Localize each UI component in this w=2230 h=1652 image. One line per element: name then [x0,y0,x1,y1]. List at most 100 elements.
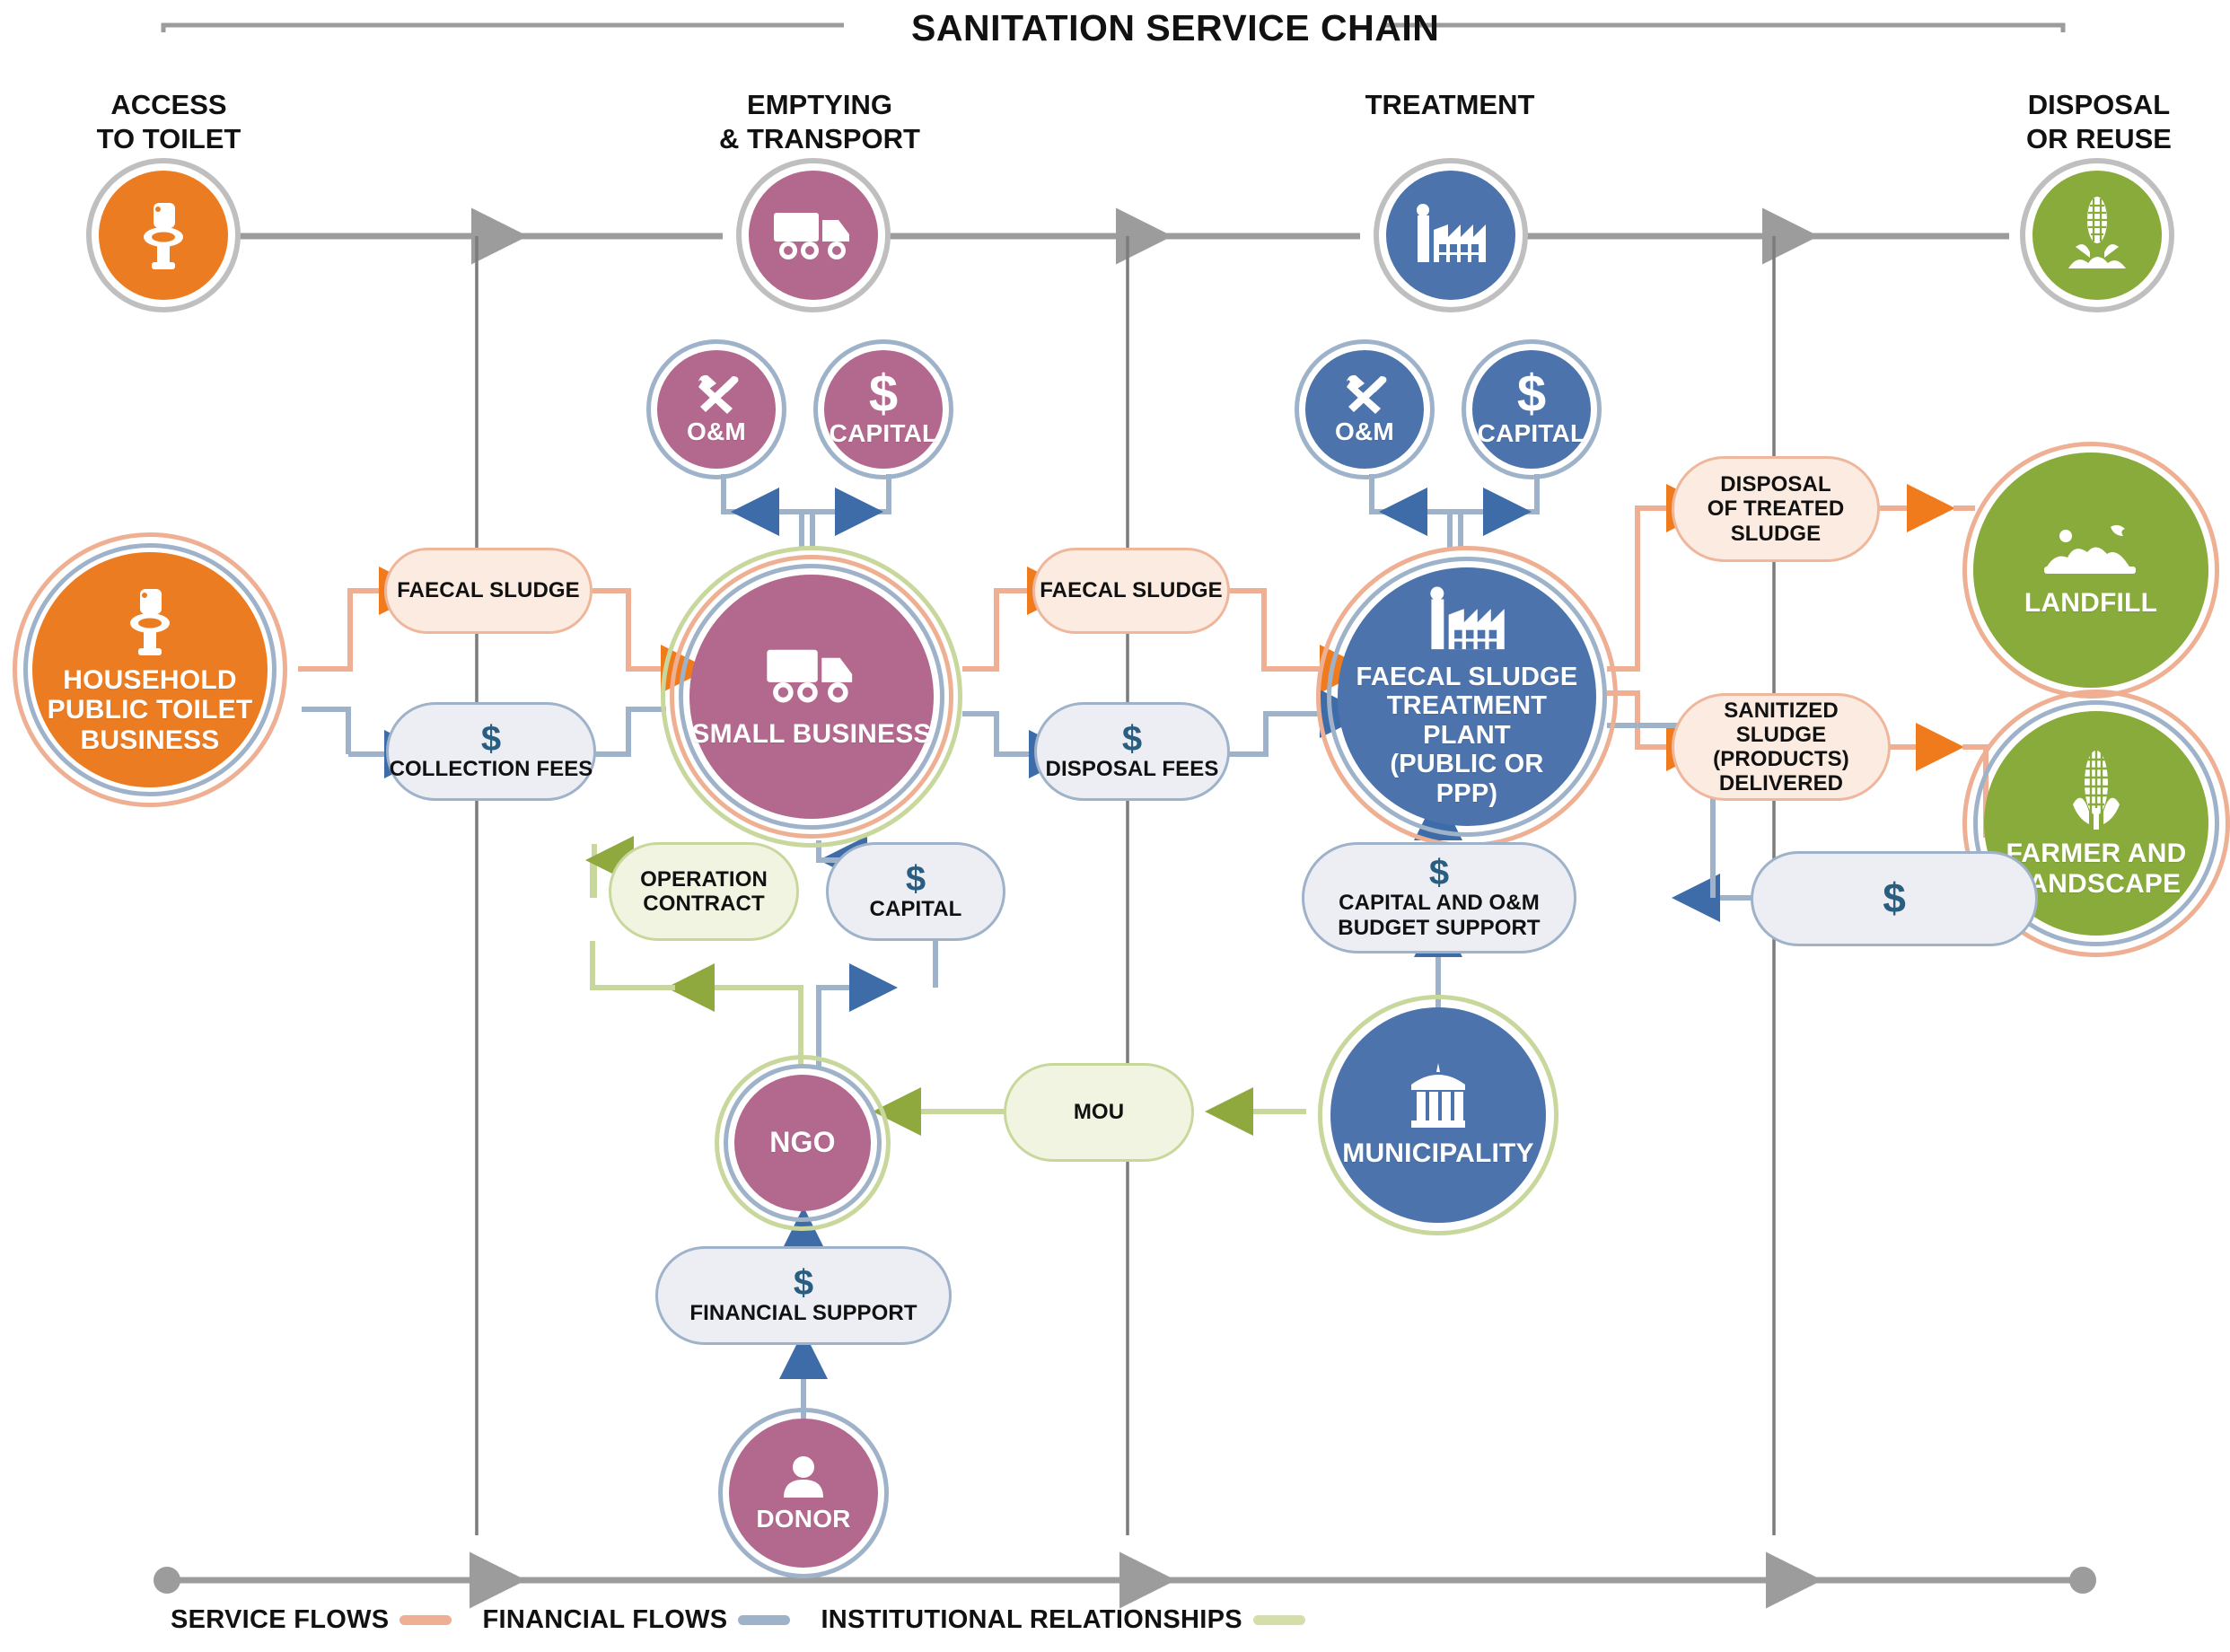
ngo-label: NGO [769,1126,836,1159]
farmer-ring-financial [1973,700,2219,946]
tools-icon [1347,375,1387,415]
household-label-3: BUSINESS [80,725,220,755]
operation-contract-line2: CONTRACT [643,892,765,916]
legend-swatch-institutional [1252,1615,1305,1625]
flow-mou[interactable]: MOU [1004,1063,1194,1162]
flow-operation-contract[interactable]: OPERATION CONTRACT [609,842,799,941]
flow-capital-ngo[interactable]: $ CAPITAL [826,842,1005,941]
actor-small-business[interactable]: SMALL BUSINESS [689,575,934,819]
donor-label: DONOR [756,1505,851,1533]
dollar-icon: $ [480,718,502,759]
legend-swatch-financial [738,1615,791,1625]
actor-donor[interactable]: DONOR [729,1419,878,1568]
stage-emptying-circle[interactable] [749,171,878,300]
stage-emptying-line1: EMPTYING [747,89,892,120]
flow-disposal-fees[interactable]: $ DISPOSAL FEES [1034,702,1230,801]
om-sb-ring [646,339,786,479]
household-label-2: PUBLIC TOILET [47,695,253,725]
legend-item-1-label: FINANCIAL FLOWS [482,1605,728,1634]
om-fstp-label: O&M [1335,417,1394,446]
truck-icon [774,213,849,259]
stage-label-disposal: DISPOSAL OR REUSE [1991,88,2207,156]
sanitized-sludge-line3: DELIVERED [1718,771,1844,796]
financial-support-label: FINANCIAL SUPPORT [689,1300,917,1325]
smallbusiness-ring-green [661,546,962,848]
capital-sb-ring [813,339,953,479]
flow-financial-support[interactable]: $ FINANCIAL SUPPORT [655,1246,952,1345]
om-fstp-ring [1295,339,1435,479]
stage-treatment-circle[interactable] [1386,171,1515,300]
disposal-treated-line3: SLUDGE [1730,521,1822,546]
capital-sb-label: CAPITAL [829,419,938,448]
ngo-ring-green [715,1055,891,1231]
disposal-treated-line2: OF TREATED [1707,496,1845,522]
corn-icon [2073,751,2120,830]
municipality-label: MUNICIPALITY [1342,1138,1534,1169]
donor-ring [718,1408,889,1578]
fstp-label-2: TREATMENT [1386,691,1548,721]
bubble-om-fstp[interactable]: O&M [1305,350,1424,469]
small-business-label: SMALL BUSINESS [691,719,932,750]
flow-collection-fees[interactable]: $ COLLECTION FEES [386,702,596,801]
budget-support-line1: CAPITAL AND O&M [1339,891,1540,916]
stage-label-emptying: EMPTYING & TRANSPORT [698,88,941,156]
truck-icon [767,649,853,703]
actor-household[interactable]: HOUSEHOLD PUBLIC TOILET BUSINESS [32,552,268,787]
bubble-capital-fstp[interactable]: $ CAPITAL [1472,350,1591,469]
stage-access-line1: ACCESS [110,89,227,120]
flow-faecal-sludge-2[interactable]: FAECAL SLUDGE [1032,548,1230,634]
sanitized-sludge-line2: SLUDGE (PRODUCTS) [1713,722,1849,771]
disposal-treated-line1: DISPOSAL [1720,472,1831,497]
actor-ngo[interactable]: NGO [734,1075,871,1211]
fstp-ring-financial [1327,557,1607,837]
stage-treatment-line1: TREATMENT [1365,89,1535,120]
stage-disposal-line1: DISPOSAL [2027,89,2171,120]
dollar-icon: $ [1121,718,1143,759]
fstp-label-5: PPP) [1435,778,1498,808]
household-ring-outer [13,532,287,807]
flow-faecal-sludge-1[interactable]: FAECAL SLUDGE [384,548,593,634]
landfill-label: LANDFILL [2024,588,2158,619]
flow-sanitized-sludge[interactable]: SANITIZED SLUDGE (PRODUCTS) DELIVERED [1672,693,1891,801]
corn-landfill-icon [2068,197,2126,268]
actor-farmer[interactable]: FARMER AND LANDSCAPE [1984,711,2208,936]
stage-access-circle[interactable] [99,171,228,300]
household-ring-inner [23,543,277,796]
bubble-capital-small-business[interactable]: $ CAPITAL [824,350,943,469]
stage-access-line2: TO TOILET [96,122,241,154]
dollar-icon: $ [1883,874,1906,922]
municipality-ring-green [1318,995,1558,1235]
capital-fstp-ring [1462,339,1602,479]
legend-item-2-label: INSTITUTIONAL RELATIONSHIPS [821,1605,1242,1634]
bubble-om-small-business[interactable]: O&M [657,350,776,469]
actor-landfill[interactable]: LANDFILL [1973,453,2208,688]
flow-disposal-treated-sludge[interactable]: DISPOSAL OF TREATED SLUDGE [1672,456,1880,562]
chain-title: SANITATION SERVICE CHAIN [911,7,1440,48]
farmer-label-1: FARMER AND [2006,839,2187,869]
stage-emptying-line2: & TRANSPORT [719,122,920,154]
mou-label: MOU [1073,1100,1125,1125]
flow-payment-farmer[interactable]: $ [1751,851,2038,946]
factory-icon [1430,586,1505,649]
fstp-label-4: (PUBLIC OR [1390,750,1544,779]
disposal-fees-label: DISPOSAL FEES [1045,756,1219,781]
actor-fstp[interactable]: FAECAL SLUDGE TREATMENT PLANT (PUBLIC OR… [1338,567,1596,826]
toilet-icon [144,203,183,269]
stage-disposal-circle[interactable] [2032,171,2162,300]
capital-fstp-label: CAPITAL [1477,419,1586,448]
dollar-icon: $ [793,1262,814,1303]
actor-municipality[interactable]: MUNICIPALITY [1330,1007,1546,1223]
tools-icon [698,375,739,415]
fstp-label-1: FAECAL SLUDGE [1356,662,1578,691]
dollar-icon: $ [868,365,899,424]
collection-fees-label: COLLECTION FEES [389,756,593,781]
toilet-icon [130,588,170,655]
smallbusiness-ring-financial [679,564,944,830]
factory-icon [1417,204,1486,262]
govbuilding-icon [1411,1063,1465,1129]
smallbusiness-ring-service [670,555,953,839]
stage-label-access: ACCESS TO TOILET [61,88,277,156]
flow-budget-support[interactable]: $ CAPITAL AND O&M BUDGET SUPPORT [1302,842,1576,953]
